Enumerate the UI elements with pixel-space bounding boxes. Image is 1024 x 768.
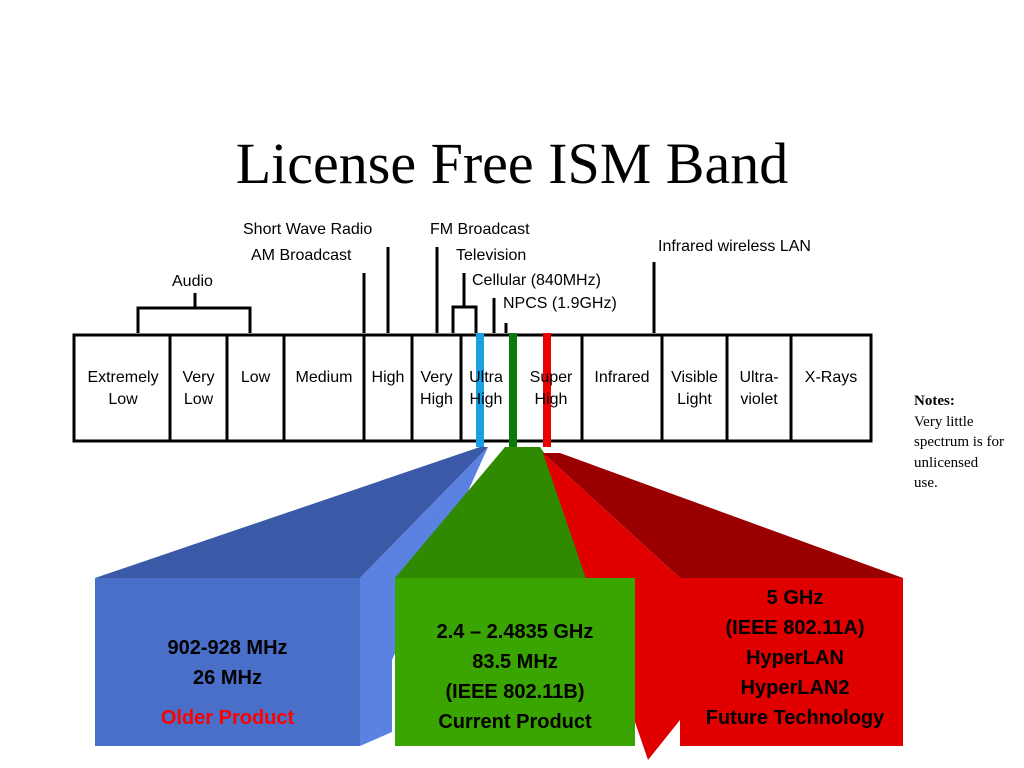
blue-status: Older Product [160, 707, 295, 729]
blue-line-bandwidth: 26 MHz [193, 667, 262, 689]
npcs-label: NPCS (1.9GHz) [503, 295, 617, 312]
spectrum-table [72, 333, 873, 443]
red-line-frequency: 5 GHz [766, 587, 824, 609]
blue-box [95, 578, 360, 746]
green-box-text: 2.4 – 2.4835 GHz 83.5 MHz (IEEE 802.11B)… [395, 617, 635, 737]
band-extremely-low: Extremely Low [87, 369, 159, 408]
green-line-standard: (IEEE 802.11B) [445, 681, 585, 703]
green-beam-top [395, 447, 632, 578]
cellular-label: Cellular (840MHz) [472, 272, 601, 289]
band-visible-light: Visible Light [671, 369, 718, 408]
notes: Notes: Very little spectrum is for unlic… [914, 391, 1004, 494]
red-box [680, 578, 903, 746]
green-marker [509, 333, 517, 447]
band-medium: Medium [295, 369, 353, 386]
band-infrared: Infrared [594, 369, 650, 386]
blue-line-frequency: 902-928 MHz [167, 637, 288, 659]
blue-marker [476, 333, 484, 447]
audio-label: Audio [172, 273, 213, 290]
band-low: Low [240, 369, 271, 386]
blue-box-side [360, 578, 392, 746]
band-ultraviolet: Ultra- violet [739, 369, 779, 408]
red-line-status: Future Technology [705, 707, 885, 729]
band-super-high: Super High [529, 369, 573, 408]
green-box [395, 578, 635, 746]
notes-heading: Notes: [914, 393, 955, 409]
green-line-status: Current Product [438, 711, 592, 733]
slide-title: License Free ISM Band [235, 131, 789, 196]
red-marker [543, 333, 551, 447]
band-very-low: Very Low [182, 369, 215, 408]
band-high: High [371, 369, 405, 386]
green-line-bandwidth: 83.5 MHz [472, 651, 558, 673]
band-very-high: Very High [420, 369, 453, 408]
red-line-hyperlan2: HyperLAN2 [740, 677, 850, 699]
red-box-text: 5 GHz (IEEE 802.11A) HyperLAN HyperLAN2 … [680, 583, 910, 733]
red-beam-top [543, 453, 903, 578]
annotation-lines [136, 247, 656, 333]
television-label: Television [456, 247, 527, 264]
red-line-hyperlan: HyperLAN [746, 647, 844, 669]
am-broadcast-label: AM Broadcast [251, 247, 352, 264]
blue-beam-top [95, 447, 488, 578]
band-x-rays: X-Rays [804, 369, 858, 386]
infrared-wireless-lan-label: Infrared wireless LAN [658, 238, 811, 255]
red-line-standard: (IEEE 802.11A) [725, 617, 865, 639]
fm-broadcast-label: FM Broadcast [430, 221, 530, 238]
blue-box-text: 902-928 MHz 26 MHz Older Product [95, 633, 360, 733]
notes-body: Very little spectrum is for unlicensed u… [914, 413, 1004, 492]
short-wave-radio-label: Short Wave Radio [243, 221, 373, 238]
band-ultra-high: Ultra High [469, 369, 503, 408]
green-line-frequency: 2.4 – 2.4835 GHz [436, 621, 594, 643]
